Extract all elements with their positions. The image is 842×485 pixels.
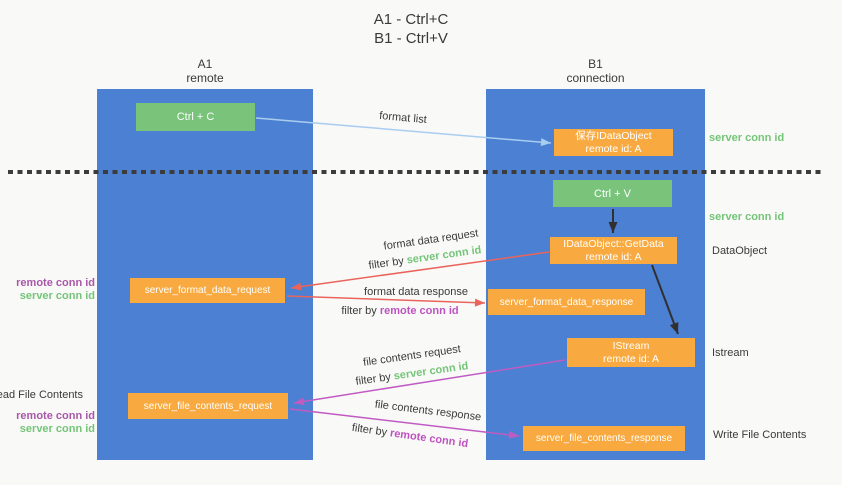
- ctrl-c-label: Ctrl + C: [176, 111, 215, 123]
- remote-conn-id-left-top: remote conn id: [16, 277, 95, 289]
- dotted-separator-line: [8, 170, 822, 175]
- remote-conn-id-text: remote conn id: [379, 305, 459, 317]
- filter-by-text: filter by: [351, 421, 388, 439]
- filter-by-remote-conn-id-label-2: filter byremote conn id: [351, 422, 469, 450]
- format-data-response-arrow-head: [474, 298, 485, 307]
- lifeline-header-a1: A1 remote: [97, 57, 313, 85]
- server-conn-id-left-bottom: server conn id: [19, 423, 95, 435]
- getdata-line2: remote id: A: [585, 250, 642, 263]
- remote-conn-id-left-bottom: remote conn id: [16, 410, 95, 422]
- remote-conn-id-text: remote conn id: [389, 427, 469, 451]
- title-line-b1: B1 - Ctrl+V: [374, 30, 448, 47]
- save-idataobject-line2: remote id: A: [585, 142, 642, 155]
- server-file-contents-request-box: server_file_contents_request: [128, 393, 288, 419]
- ctrl-v-label: Ctrl + V: [594, 187, 631, 200]
- write-file-contents-label: Write File Contents: [713, 429, 807, 441]
- server-conn-id-right-top: server conn id: [709, 132, 785, 144]
- getdata-line1: IDataObject::GetData: [563, 238, 664, 250]
- lifeline-b1-role: connection: [566, 71, 625, 85]
- ctrl-c-box: Ctrl + C: [136, 103, 255, 131]
- idataobject-getdata-box: IDataObject::GetData remote id: A: [550, 237, 677, 264]
- file-contents-response-label: file contents response: [374, 398, 482, 424]
- server-format-data-request-label: server_format_data_request: [144, 285, 271, 296]
- server-file-contents-request-label: server_file_contents_request: [143, 400, 273, 412]
- lifeline-a1-role: remote: [186, 71, 224, 85]
- istream-side-label: Istream: [712, 347, 749, 359]
- server-format-data-response-box: server_format_data_response: [488, 289, 645, 315]
- server-conn-id-text: server conn id: [392, 360, 470, 383]
- filter-by-text: filter by: [341, 305, 377, 317]
- diagram-title: A1 - Ctrl+C B1 - Ctrl+V: [311, 10, 511, 48]
- server-format-data-request-box: server_format_data_request: [130, 278, 285, 303]
- istream-box: IStream remote id: A: [567, 338, 695, 367]
- istream-line1: IStream: [612, 340, 650, 352]
- ctrl-v-box: Ctrl + V: [553, 180, 672, 207]
- dataobject-side-label: DataObject: [712, 245, 768, 257]
- format-data-response-label: format data response: [364, 286, 468, 298]
- istream-line2: remote id: A: [602, 352, 660, 365]
- server-file-contents-response-label: server_file_contents_response: [535, 433, 673, 444]
- title-line-a1: A1 - Ctrl+C: [373, 11, 449, 28]
- left-conn-id-stack-top: remote conn id server conn id: [16, 277, 95, 303]
- save-idataobject-line1: 保存IDataObject: [575, 130, 652, 142]
- server-conn-id-left-top: server conn id: [19, 290, 95, 302]
- server-file-contents-response-box: server_file_contents_response: [523, 426, 685, 451]
- format-list-label: format list: [378, 109, 428, 127]
- save-idataobject-box: 保存IDataObject remote id: A: [554, 129, 673, 156]
- read-file-contents-label: Read File Contents: [0, 389, 83, 401]
- filter-by-text: filter by: [367, 255, 405, 272]
- server-format-data-response-label: server_format_data_response: [499, 296, 634, 308]
- lifeline-header-b1: B1 connection: [486, 57, 705, 85]
- lifeline-b1-name: B1: [588, 57, 603, 71]
- server-conn-id-right-mid: server conn id: [709, 211, 785, 223]
- lifeline-a1-name: A1: [197, 57, 213, 71]
- filter-by-text: filter by: [354, 371, 392, 388]
- left-conn-id-stack-bottom: remote conn id server conn id: [16, 410, 95, 436]
